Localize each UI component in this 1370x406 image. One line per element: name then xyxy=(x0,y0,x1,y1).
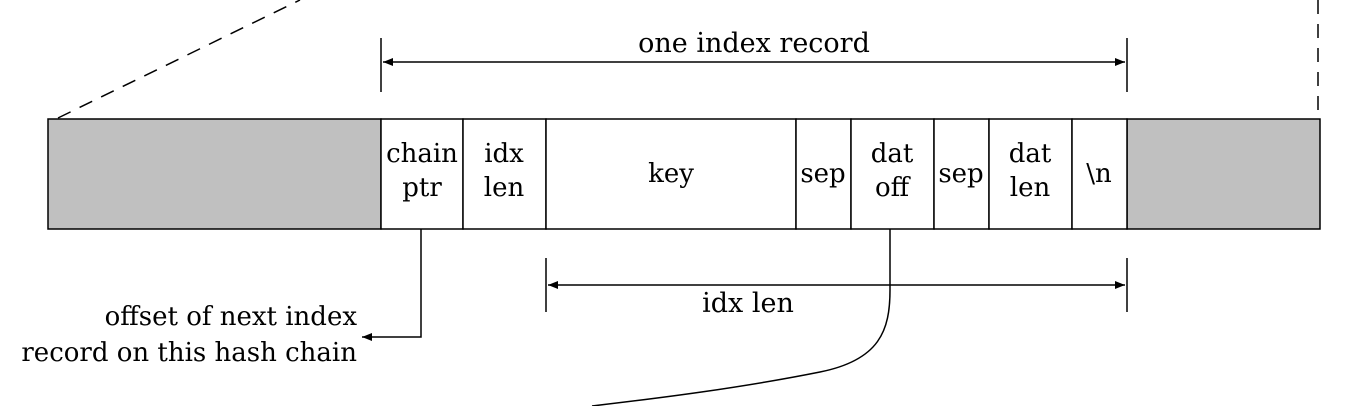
field-dat-off xyxy=(850,118,935,230)
record-fields: chain ptr idx len key sep dat off sep da… xyxy=(380,118,1128,230)
projection-line-left xyxy=(57,0,301,119)
field-chain-ptr xyxy=(380,118,464,230)
filler-right xyxy=(1126,118,1321,230)
field-sep-2-label: sep xyxy=(938,159,983,189)
filler-left xyxy=(47,118,382,230)
field-sep-2 xyxy=(933,118,990,230)
field-newline-label: \n xyxy=(1086,159,1112,189)
field-dat-off-line1: dat xyxy=(871,139,914,169)
field-dat-len xyxy=(988,118,1073,230)
field-chain-ptr-line1: chain xyxy=(386,139,458,169)
dat-off-pointer xyxy=(591,229,891,406)
field-sep-1 xyxy=(795,118,852,230)
field-idx-len-line1: idx xyxy=(484,139,524,169)
idx-len-label: idx len xyxy=(702,288,794,319)
field-newline xyxy=(1071,118,1128,230)
field-dat-off-line2: off xyxy=(875,173,912,203)
chain-ptr-pointer xyxy=(362,229,422,341)
field-dat-len-line2: len xyxy=(1010,173,1051,203)
field-key xyxy=(545,118,797,230)
field-chain-ptr-line2: ptr xyxy=(402,173,442,203)
field-key-label: key xyxy=(648,159,694,189)
chain-note-line1: offset of next index xyxy=(105,302,358,332)
field-idx-len-line2: len xyxy=(484,173,525,203)
field-dat-len-line1: dat xyxy=(1009,139,1052,169)
chain-note-line2: record on this hash chain xyxy=(21,338,357,368)
field-sep-1-label: sep xyxy=(800,159,845,189)
record-label: one index record xyxy=(638,28,870,59)
